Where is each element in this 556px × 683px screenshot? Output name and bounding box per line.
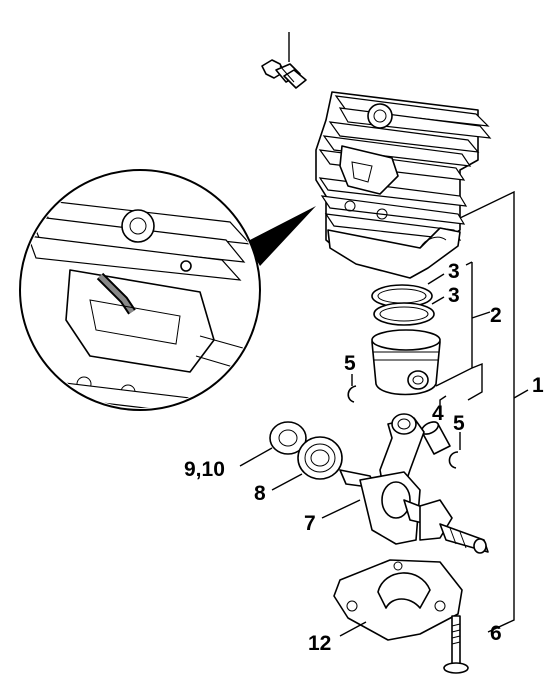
piston-pin [420, 421, 451, 455]
label-piston-ring-lower: 3 [448, 284, 460, 307]
label-circlip-right: 5 [453, 412, 465, 435]
leader-lines [239, 190, 529, 637]
label-crankshaft: 7 [304, 512, 316, 535]
detail-zoom-callout [19, 169, 316, 411]
label-screw: 6 [490, 622, 502, 645]
label-cylinder-assembly: 1 [532, 374, 544, 397]
bearing [297, 436, 343, 480]
part-labels: 1 2 3 3 4 5 5 6 7 8 9,10 12 [184, 260, 544, 655]
oil-seal [269, 421, 307, 455]
crankcase-half [333, 559, 463, 641]
spark-plug [261, 32, 307, 89]
label-bearing: 8 [254, 482, 266, 505]
crankshaft [339, 413, 489, 554]
circlip-left [347, 385, 357, 403]
piston-rings [371, 284, 435, 326]
circlip-right [448, 451, 459, 469]
piston [371, 329, 441, 396]
screw [443, 615, 469, 674]
label-oil-seal: 9,10 [184, 458, 225, 481]
label-piston-ring-upper: 3 [448, 260, 460, 283]
label-piston-assembly: 2 [490, 304, 502, 327]
label-crankcase-half: 12 [308, 632, 331, 655]
label-piston-pin: 4 [432, 402, 444, 425]
label-circlip-left: 5 [344, 352, 356, 375]
cylinder [315, 91, 492, 279]
